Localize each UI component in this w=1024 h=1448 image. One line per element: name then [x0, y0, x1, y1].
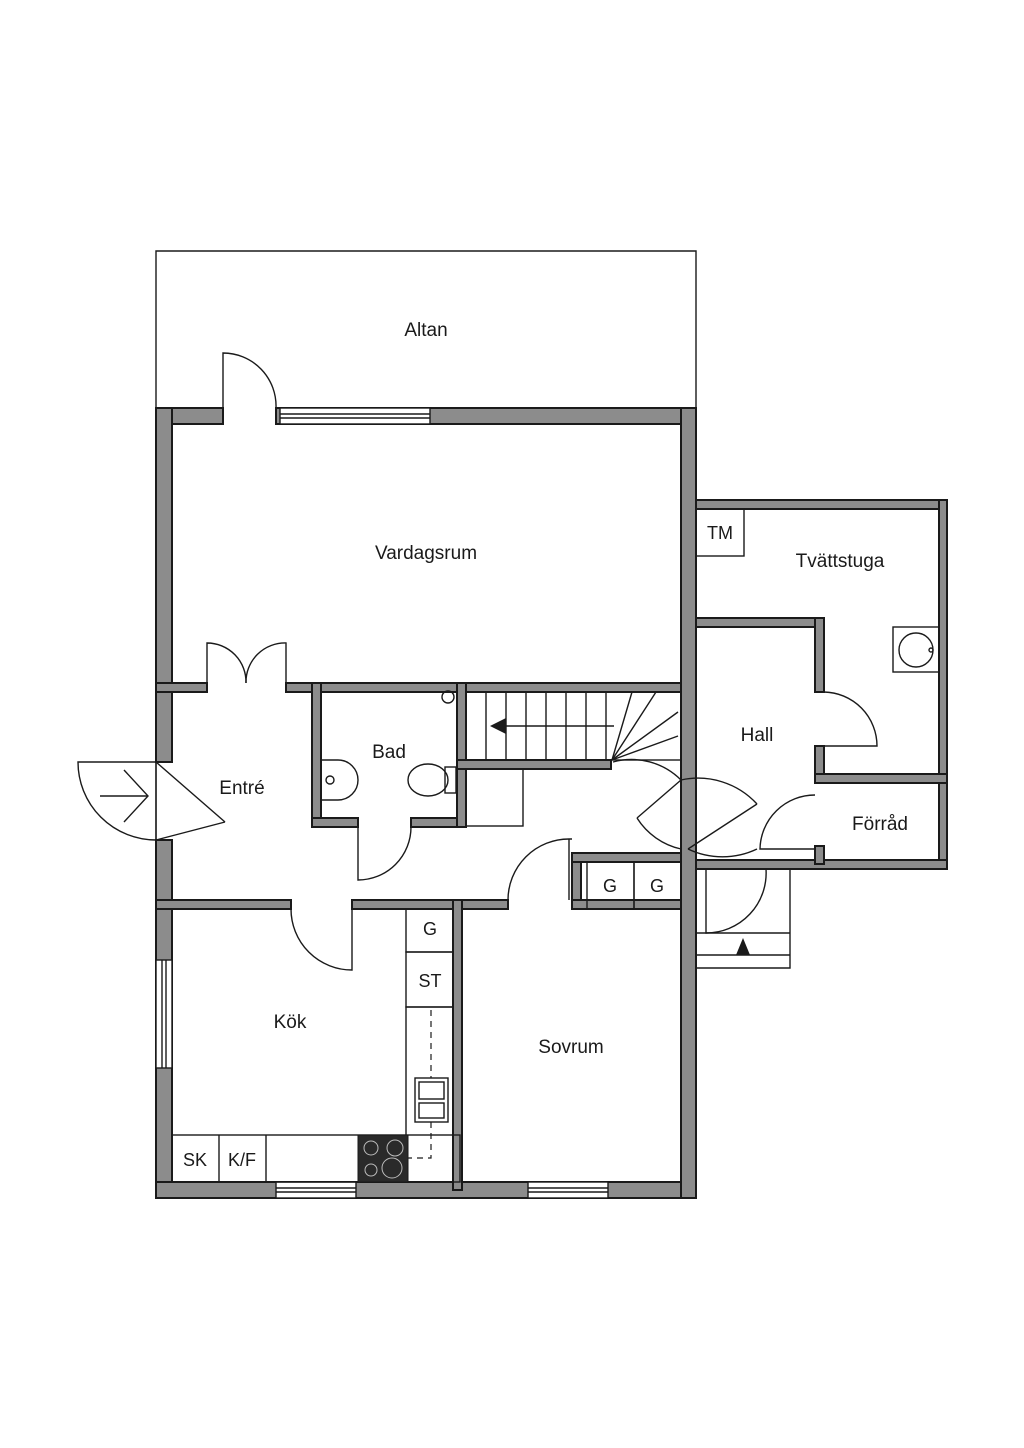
fixture-kitchen-g: G [423, 919, 437, 939]
room-kok: Kök [274, 1012, 307, 1033]
fixture-wardrobe-1: G [603, 876, 617, 896]
room-tvattstuga: Tvättstuga [796, 551, 885, 572]
terrace-outline [155, 250, 697, 408]
room-vardagsrum: Vardagsrum [375, 543, 477, 564]
room-forrad: Förråd [852, 814, 908, 835]
staircase [465, 691, 682, 827]
fixture-kitchen-kf: K/F [228, 1150, 256, 1170]
fixture-labels: TM G G G ST SK K/F [183, 523, 733, 1170]
fixtures [171, 508, 940, 1183]
fixture-kitchen-st: ST [418, 971, 441, 991]
doors [77, 352, 878, 971]
room-sovrum: Sovrum [538, 1037, 603, 1058]
windows [155, 407, 609, 1199]
room-hall: Hall [741, 725, 774, 746]
fixture-kitchen-sk: SK [183, 1150, 207, 1170]
room-labels: Altan Vardagsrum Tvättstuga Bad Entré Ha… [219, 320, 908, 1058]
room-altan: Altan [404, 320, 447, 341]
walls [155, 407, 948, 1199]
room-bad: Bad [372, 742, 406, 763]
room-entre: Entré [219, 778, 264, 799]
fixture-wardrobe-2: G [650, 876, 664, 896]
fixture-tm: TM [707, 523, 733, 543]
